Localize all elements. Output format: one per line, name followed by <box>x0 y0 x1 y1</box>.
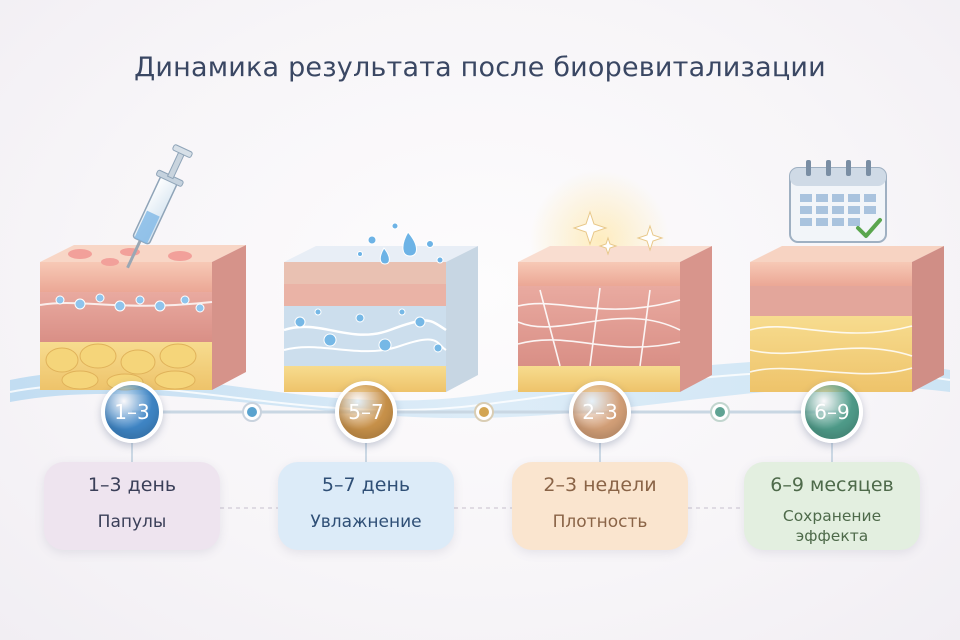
skin-block-4 <box>750 246 944 392</box>
timeline-dot <box>243 403 261 421</box>
stage-label-line: Плотность <box>512 512 688 532</box>
skin-block-1 <box>40 245 246 390</box>
stage-badge-2: 5–7 <box>335 381 397 443</box>
stage-badge-4: 6–9 <box>801 381 863 443</box>
stage-label: Увлажнение <box>278 512 454 532</box>
stage-days: 2–3 недели <box>512 474 688 496</box>
stage-label-line: Увлажнение <box>278 512 454 532</box>
stage-card-2: 5–7 день Увлажнение <box>278 462 454 550</box>
stage-card-4: 6–9 месяцев Сохранение эффекта <box>744 462 920 550</box>
stage-days: 6–9 месяцев <box>744 474 920 496</box>
stage-label: Сохранение эффекта <box>744 506 920 546</box>
stage-badge-1: 1–3 <box>101 381 163 443</box>
stage-label-line: эффекта <box>744 526 920 546</box>
timeline-dot <box>475 403 493 421</box>
skin-block-2 <box>284 246 478 392</box>
skin-block-3 <box>518 170 712 392</box>
stage-label-line: Сохранение <box>744 506 920 526</box>
stage-label: Плотность <box>512 512 688 532</box>
stage-days: 5–7 день <box>278 474 454 496</box>
stage-card-3: 2–3 недели Плотность <box>512 462 688 550</box>
timeline-dot <box>711 403 729 421</box>
stage-days: 1–3 день <box>44 474 220 496</box>
stage-label-line: Папулы <box>44 512 220 532</box>
stage-badge-3: 2–3 <box>569 381 631 443</box>
stage-label: Папулы <box>44 512 220 532</box>
stage-card-1: 1–3 день Папулы <box>44 462 220 550</box>
